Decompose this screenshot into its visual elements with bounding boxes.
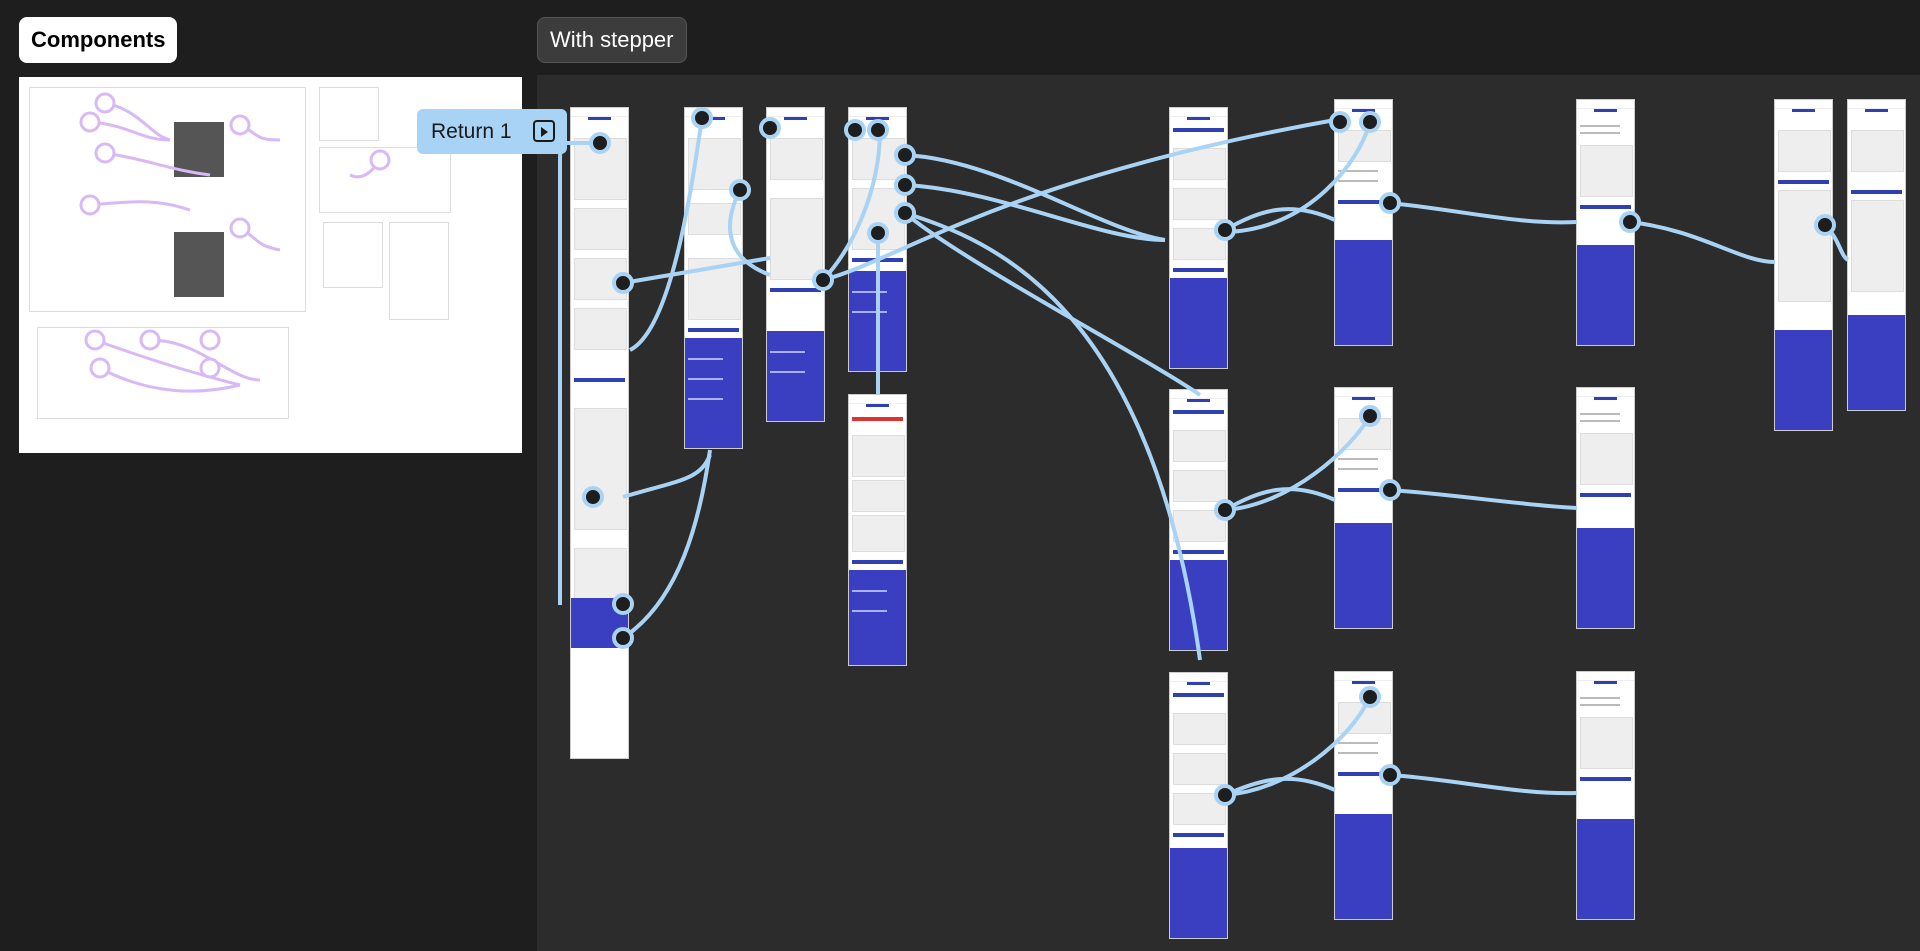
screen-orders-1[interactable] <box>685 108 742 448</box>
screen-step-a1[interactable] <box>1170 108 1227 368</box>
screen-summary-3[interactable] <box>1335 672 1392 919</box>
screen-return-detail[interactable] <box>1848 100 1905 410</box>
screen-returns-list[interactable] <box>1775 100 1832 430</box>
screen-confirmation-1[interactable] <box>1577 100 1634 345</box>
screen-confirmation-3[interactable] <box>1577 672 1634 919</box>
screen-summary-2[interactable] <box>1335 388 1392 628</box>
component-radio-cards[interactable] <box>323 222 383 288</box>
component-return-options[interactable] <box>37 327 289 419</box>
screen-step-a3[interactable] <box>1170 673 1227 938</box>
component-tabs[interactable] <box>319 87 379 141</box>
with-stepper-frame[interactable] <box>537 75 1920 951</box>
screen-summary-1[interactable] <box>1335 100 1392 345</box>
screen-orders-2[interactable] <box>767 108 824 421</box>
dropdown-menu-1[interactable] <box>174 122 224 177</box>
screen-step-a2[interactable] <box>1170 390 1227 650</box>
screen-confirmation-2[interactable] <box>1577 388 1634 628</box>
play-frame-icon[interactable] <box>533 120 555 142</box>
screen-order-detail[interactable] <box>849 108 906 371</box>
return-1-text: Return 1 <box>431 120 512 144</box>
return-1-flow-label[interactable]: Return 1 <box>417 109 567 154</box>
component-message[interactable] <box>319 147 451 213</box>
component-product-list[interactable] <box>29 87 306 312</box>
with-stepper-section-label[interactable]: With stepper <box>537 17 687 63</box>
components-section-label[interactable]: Components <box>19 17 177 63</box>
dropdown-menu-2[interactable] <box>174 232 224 297</box>
screen-home[interactable] <box>571 108 628 758</box>
screen-return-method[interactable] <box>849 395 906 665</box>
component-product-grid[interactable] <box>389 222 449 320</box>
